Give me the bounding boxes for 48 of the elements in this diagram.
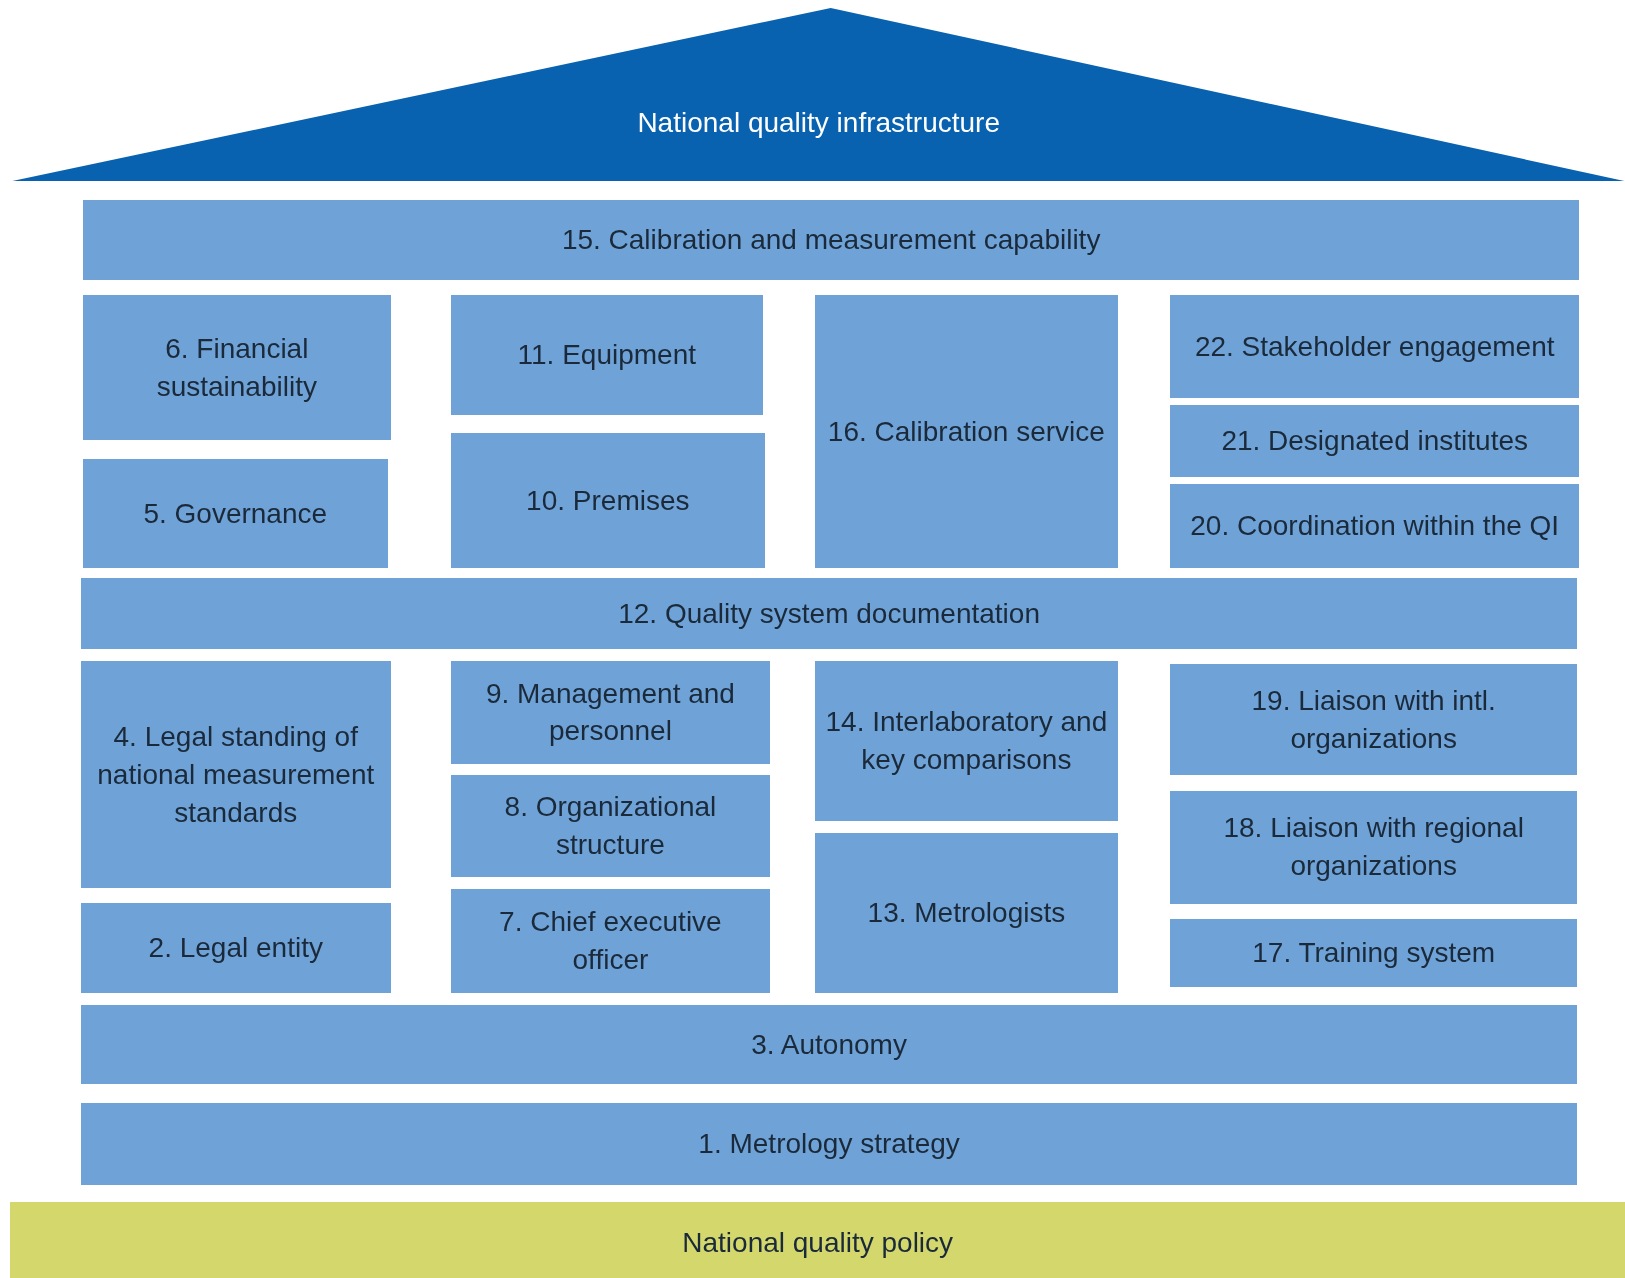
pillar-block	[1170, 919, 1578, 987]
pillar-block	[80, 1005, 1578, 1084]
block-label: 20. Coordination within the QI	[1190, 509, 1560, 544]
block-label: 15. Calibration and measurement capability	[561, 223, 1101, 257]
block-label: National quality infrastructure	[637, 106, 1000, 141]
block-label: 1. Metrology strategy	[698, 1126, 960, 1161]
pillar-block	[1170, 295, 1580, 398]
block-label: 7. Chief executive officer	[498, 905, 723, 977]
pillar-block	[82, 459, 388, 568]
pillar-block	[80, 578, 1578, 649]
block-label: National quality policy	[682, 1225, 954, 1260]
pillar-block	[814, 833, 1119, 993]
block-label: 17. Training system	[1252, 936, 1496, 970]
block-label: 6. Financial sustainability	[155, 332, 318, 404]
roof-triangle	[12, 8, 1625, 182]
block-label: 4. Legal standing of national measurement standards	[96, 719, 376, 830]
block-label: 16. Calibration service	[827, 414, 1105, 449]
block-label: 14. Interlaboratory and key comparisons	[824, 705, 1109, 777]
block-label: 22. Stakeholder engagement	[1194, 329, 1555, 364]
pillar-block	[450, 661, 770, 764]
block-label: 3. Autonomy	[751, 1027, 907, 1062]
pillar-block	[80, 902, 391, 993]
block-label: 12. Quality system documentation	[618, 596, 1040, 631]
block-label: 10. Premises	[526, 483, 690, 518]
block-label: 5. Governance	[143, 496, 328, 531]
foundation-band	[10, 1202, 1625, 1278]
block-label: 19. Liaison with intl. organizations	[1250, 683, 1497, 756]
pillar-block	[1170, 483, 1580, 568]
pillar-block	[450, 433, 765, 568]
block-label: 21. Designated institutes	[1221, 424, 1528, 459]
block-label: 2. Legal entity	[148, 930, 323, 965]
pillar-block	[1170, 405, 1580, 477]
block-label: 8. Organizational structure	[503, 790, 718, 862]
pillar-block	[814, 661, 1119, 821]
pillar-block	[450, 889, 770, 993]
pillar-block	[80, 1102, 1578, 1185]
pillar-block	[82, 200, 1580, 280]
pillar-block	[450, 775, 770, 877]
block-label: 13. Metrologists	[867, 896, 1066, 931]
pillar-block	[450, 295, 763, 415]
pillar-block	[1170, 790, 1578, 904]
block-label: 11. Equipment	[517, 338, 697, 373]
pillar-block	[814, 295, 1119, 568]
block-label: 18. Liaison with regional organizations	[1222, 811, 1525, 884]
block-label: 9. Management and personnel	[484, 676, 736, 749]
pillar-block	[80, 661, 391, 889]
pillar-block	[82, 295, 391, 441]
pillar-block	[1170, 664, 1578, 776]
